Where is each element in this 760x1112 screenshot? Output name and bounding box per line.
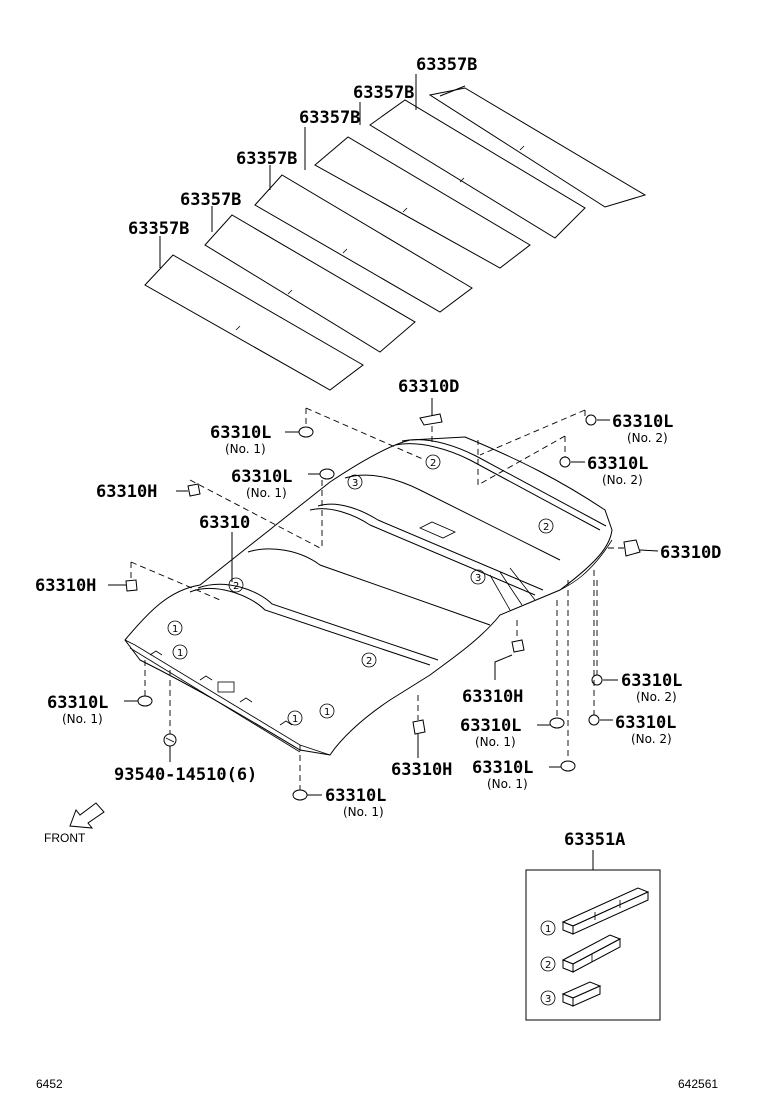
kit-marker-2: 2 (545, 960, 551, 971)
note-bl: (No. 1) (62, 712, 103, 726)
marker-2d: 2 (543, 522, 549, 533)
note-r2: (No. 2) (631, 732, 672, 746)
kit-marker-1: 1 (545, 924, 551, 935)
label-63310l-m1: 63310L (460, 716, 521, 736)
marker-1a: 1 (172, 624, 178, 635)
note-m2: (No. 1) (487, 777, 528, 791)
label-63310h-top: 63310H (96, 482, 157, 502)
clip-h-left (125, 579, 138, 592)
pad-label-6: 63357B (416, 55, 477, 75)
label-63310l-r2: 63310L (615, 713, 676, 733)
pad-l-tl1 (298, 426, 314, 438)
label-screw: 93540-14510(6) (114, 765, 257, 785)
marker-1b: 1 (177, 648, 183, 659)
kit-items (540, 887, 650, 1007)
label-63351a: 63351A (564, 830, 625, 850)
note-r1: (No. 2) (636, 690, 677, 704)
label-63310l-bl: 63310L (47, 693, 108, 713)
marker-3a: 3 (352, 478, 358, 489)
note-b: (No. 1) (343, 805, 384, 819)
marker-1d: 1 (324, 707, 330, 718)
note-tr1: (No. 2) (627, 431, 668, 445)
kit-box (525, 869, 661, 1021)
position-markers: 1 1 1 1 2 2 2 2 3 3 (167, 454, 554, 726)
pad-1 (144, 254, 364, 391)
label-63310d-right: 63310D (660, 543, 721, 563)
pad-l-m1 (549, 717, 565, 729)
clip-d-top (419, 413, 443, 426)
fastener-leaders (108, 398, 659, 801)
note-m1: (No. 1) (475, 735, 516, 749)
silencer-pads (144, 74, 647, 391)
pad-l-tr1 (585, 414, 597, 426)
label-63310l-b: 63310L (325, 786, 386, 806)
pad-label-5: 63357B (353, 83, 414, 103)
marker-2b: 2 (366, 656, 372, 667)
pad-l-r1 (591, 674, 603, 686)
note-tl2: (No. 1) (246, 486, 287, 500)
footer-right-code: 642561 (678, 1077, 718, 1091)
label-63310l-r1: 63310L (621, 671, 682, 691)
label-63310h-left: 63310H (35, 576, 96, 596)
label-63310l-tl2: 63310L (231, 467, 292, 487)
pad-3 (254, 174, 473, 313)
kit-marker-3: 3 (545, 994, 551, 1005)
pad-l-bl (137, 695, 153, 707)
clip-h-bottom (412, 719, 426, 735)
footer-left-code: 6452 (36, 1077, 63, 1091)
pad-l-tr2 (559, 456, 571, 468)
pad-label-1: 63357B (128, 219, 189, 239)
pad-l-m2 (560, 760, 576, 772)
label-63310l-tl1: 63310L (210, 423, 271, 443)
pad-l-b (292, 789, 308, 801)
marker-1c: 1 (292, 714, 298, 725)
front-label: FRONT (44, 831, 86, 845)
marker-2a: 2 (233, 581, 239, 592)
note-tr2: (No. 2) (602, 473, 643, 487)
pad-5 (369, 99, 586, 239)
pad-2 (204, 214, 416, 353)
clip-h-top (187, 483, 201, 497)
marker-2c: 2 (430, 458, 436, 469)
label-63310-main: 63310 (199, 513, 250, 533)
label-63310l-tr1: 63310L (612, 412, 673, 432)
front-direction-arrow-icon (69, 802, 105, 829)
pad-label-4: 63357B (299, 108, 360, 128)
note-tl1: (No. 1) (225, 442, 266, 456)
label-63310l-tr2: 63310L (587, 454, 648, 474)
label-63310h-bottom: 63310H (391, 760, 452, 780)
pad-l-tl2 (319, 468, 335, 480)
clip-d-right (623, 539, 641, 557)
clip-h-mid (511, 639, 525, 653)
label-63310l-m2: 63310L (472, 758, 533, 778)
label-63310d-top: 63310D (398, 377, 459, 397)
pad-label-2: 63357B (180, 190, 241, 210)
pad-4 (314, 136, 531, 269)
pad-label-3: 63357B (236, 149, 297, 169)
marker-3b: 3 (475, 573, 481, 584)
label-63310h-mid: 63310H (462, 687, 523, 707)
pad-l-r2 (588, 714, 600, 726)
